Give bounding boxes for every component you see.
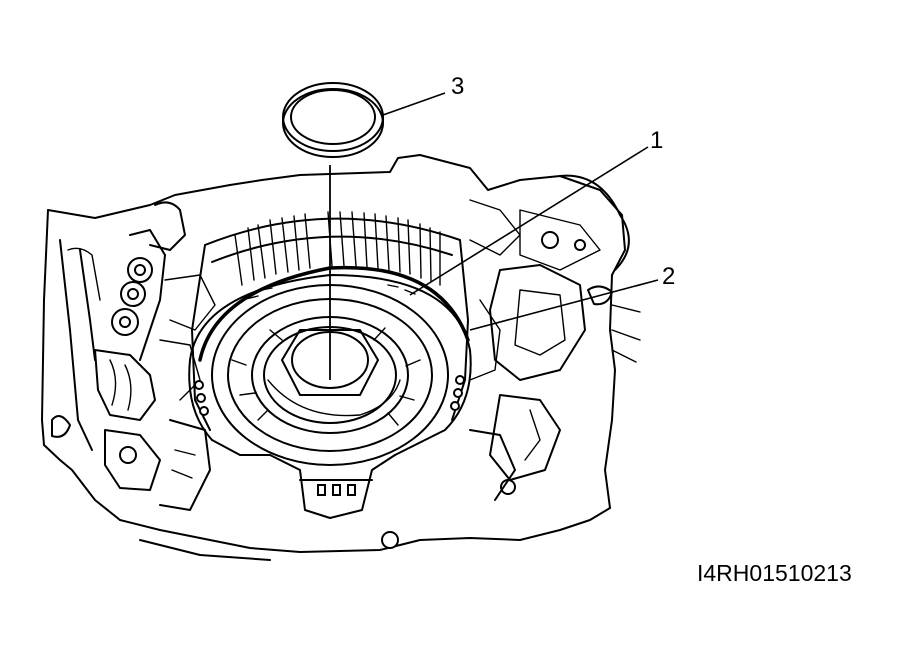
callout-3: 3 [451, 73, 464, 100]
callout-1: 1 [650, 127, 663, 154]
thrust-bearing-race-part [282, 82, 384, 158]
callout-2: 2 [662, 263, 675, 290]
figure-code: I4RH01510213 [697, 560, 852, 586]
snap-ring-part [198, 265, 470, 362]
left-bolt-cluster [94, 201, 216, 511]
leader-lines [382, 92, 659, 331]
retaining-plate-part [189, 274, 472, 431]
transmission-case [41, 154, 641, 561]
